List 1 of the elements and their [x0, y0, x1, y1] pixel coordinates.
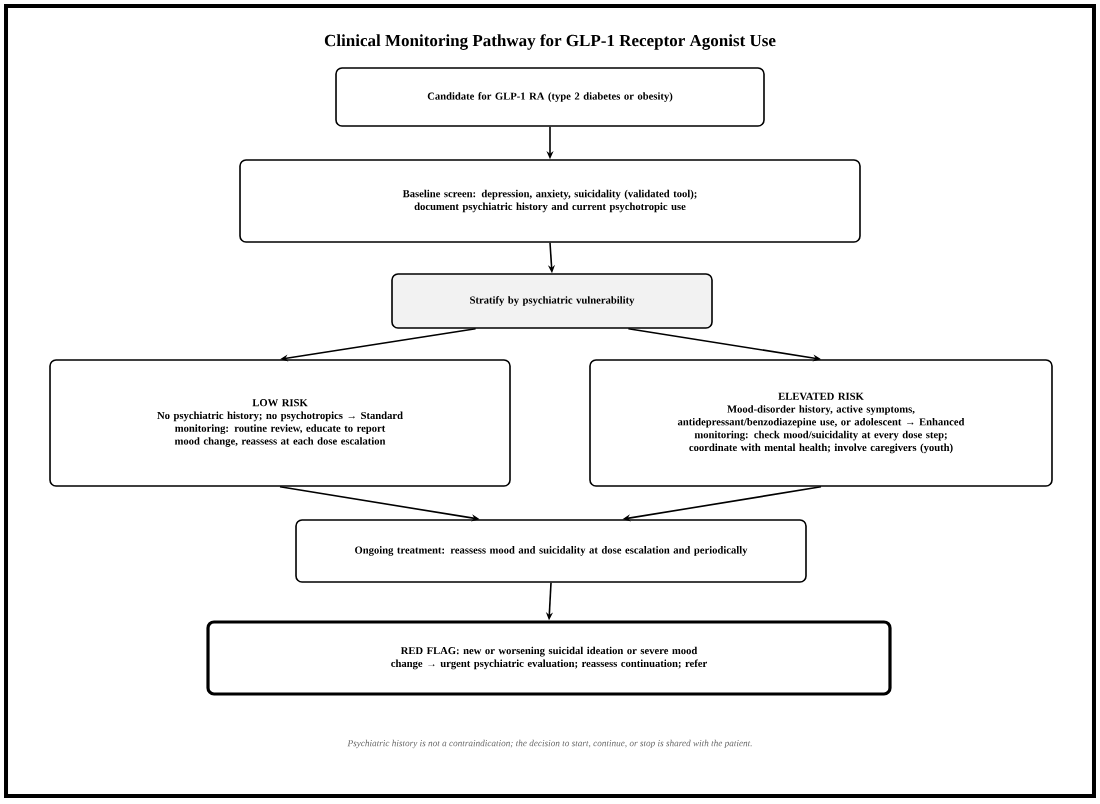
title: Clinical Monitoring Pathway for GLP-1 Receptor Agonist Use: [324, 34, 776, 50]
